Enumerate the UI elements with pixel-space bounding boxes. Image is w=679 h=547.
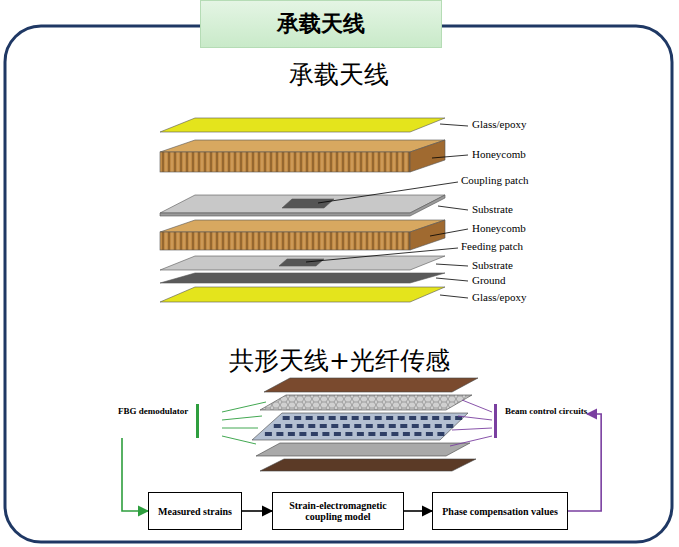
node-text: Beam control circuits — [505, 406, 587, 416]
layer-label: Honeycomb — [472, 148, 526, 160]
fiber-lines — [222, 402, 266, 444]
control-lines — [450, 400, 492, 446]
node-text: FBG demodulator — [118, 406, 188, 416]
process-box: Strain-electromagnetic coupling model — [272, 492, 404, 530]
title-tab: 承载天线 — [200, 0, 442, 48]
node-text: Strain-electromagnetic coupling model — [277, 500, 399, 522]
process-box: Phase compensation values — [432, 492, 568, 530]
leader-lines — [306, 124, 468, 298]
section-heading: 承载天线 — [289, 58, 389, 91]
layer-label: Glass/epoxy — [472, 118, 526, 130]
node-text: Measured strains — [158, 506, 232, 517]
connector — [404, 510, 432, 512]
section-heading: 共形天线+光纤传感 — [229, 344, 450, 377]
feeding-patch — [279, 259, 324, 266]
coupling-patch — [282, 199, 334, 208]
outer-frame — [5, 26, 672, 542]
layer-label: Ground — [472, 274, 506, 286]
connector — [122, 438, 148, 511]
demodulator-block: FBG demodulator — [118, 404, 199, 438]
node-text: 承载天线 — [277, 9, 365, 39]
layer-label: Glass/epoxy — [472, 291, 526, 303]
process-box: Measured strains — [148, 492, 242, 530]
node-text: Phase compensation values — [442, 506, 558, 517]
layer-label: Coupling patch — [461, 174, 529, 186]
connector — [568, 414, 601, 511]
connector — [242, 510, 272, 512]
layer-label: Honeycomb — [472, 222, 526, 234]
layer-label: Substrate — [472, 203, 513, 215]
layer-label: Feeding patch — [461, 240, 523, 252]
control-block: Beam control circuits — [494, 404, 587, 438]
conformal-antenna — [252, 378, 478, 471]
layer-stack — [160, 118, 445, 302]
layer-label: Substrate — [472, 259, 513, 271]
